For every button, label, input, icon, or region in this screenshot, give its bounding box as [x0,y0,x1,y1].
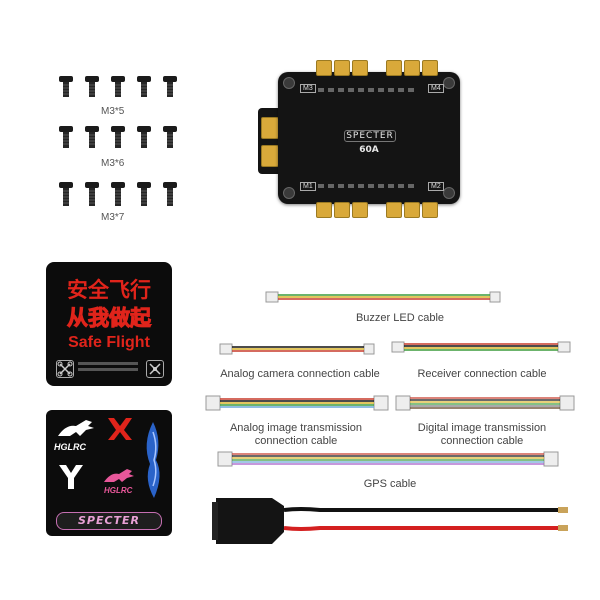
label-digital-image-transmission-line1: Digital image transmission [417,422,547,434]
screw-icon [58,76,74,98]
hglrc-mark-white-icon [59,465,83,489]
gps-cable [217,451,559,467]
screw-label-m3x6: M3*6 [101,158,125,169]
power-lead-xt60 [212,498,568,544]
buzzer-led-cable [265,291,501,303]
sticker-line-2: 从我做起 [67,306,152,331]
mount-hole-icon [443,187,455,199]
fine-print-decoration [78,368,138,371]
screw-icon [58,126,74,148]
brand-label-hglrc-pink: HGLRC [104,486,133,495]
blue-flame-art-icon [146,422,160,498]
label-buzzer-led-cable: Buzzer LED cable [355,312,445,324]
esc-pad [316,202,332,218]
drone-icon [56,360,74,378]
screw-row-m3x7 [58,182,178,206]
dinosaur-logo-icon [58,420,94,436]
brand-label-hglrc: HGLRC [54,442,86,452]
esc-pad [386,60,402,76]
screw-icon [58,182,74,206]
esc-pad [352,60,368,76]
label-gps-cable: GPS cable [363,478,417,490]
esc-brand: SPECTER [344,130,396,142]
label-digital-image-transmission-line2: connection cable [440,435,524,447]
label-analog-image-transmission-line1: Analog image transmission [229,422,363,434]
screw-icon [110,126,126,148]
motor-label-m4: M4 [428,84,444,93]
esc-pad [334,60,350,76]
screw-icon [162,76,178,98]
screw-icon [162,182,178,206]
screw-icon [136,126,152,148]
arrow-row-decoration [318,88,418,92]
esc-pad [404,60,420,76]
specter-logo-text: SPECTER [56,512,162,530]
screw-row-m3x6 [58,126,178,148]
esc-pad [316,60,332,76]
screw-icon [110,76,126,98]
fine-print-decoration [78,362,138,365]
screw-icon [84,182,100,206]
analog-camera-cable [219,343,375,355]
receiver-cable [391,341,571,353]
screw-icon [136,182,152,206]
esc-pad [422,202,438,218]
screw-label-m3x7: M3*7 [101,212,125,223]
hglrc-mark-red-icon [108,418,132,440]
motor-label-m2: M2 [428,182,444,191]
motor-label-m1: M1 [300,182,316,191]
digital-image-transmission-cable [395,395,575,411]
drone-icon [146,360,164,378]
esc-pad [422,60,438,76]
screw-icon [136,76,152,98]
logo-sticker: HGLRC HGLRC SPECTER [46,410,172,536]
screw-icon [84,126,100,148]
esc-body: M3 M4 M1 M2 SPECTER 60A [278,60,460,218]
screw-label-m3x5: M3*5 [101,106,125,117]
screw-icon [110,182,126,206]
arrow-row-decoration [318,184,418,188]
screw-icon [162,126,178,148]
safe-flight-sticker: 安全飞行 从我做起 Safe Flight [46,262,172,386]
mount-hole-icon [443,77,455,89]
screw-icon [84,76,100,98]
motor-label-m3: M3 [300,84,316,93]
sticker-line-1: 安全飞行 [67,278,151,302]
esc-pad [386,202,402,218]
mount-hole-icon [283,77,295,89]
label-analog-image-transmission-line2: connection cable [254,435,338,447]
esc-pad [404,202,420,218]
esc-rating: 60A [359,145,379,155]
label-analog-camera-cable: Analog camera connection cable [220,368,380,380]
screw-row-m3x5 [58,76,178,98]
esc-pad [334,202,350,218]
analog-image-transmission-cable [205,395,389,411]
label-receiver-cable: Receiver connection cable [417,368,547,380]
esc-pad [352,202,368,218]
dinosaur-logo-pink-icon [104,469,134,482]
mount-hole-icon [283,187,295,199]
sticker-line-3: Safe Flight [68,334,150,351]
